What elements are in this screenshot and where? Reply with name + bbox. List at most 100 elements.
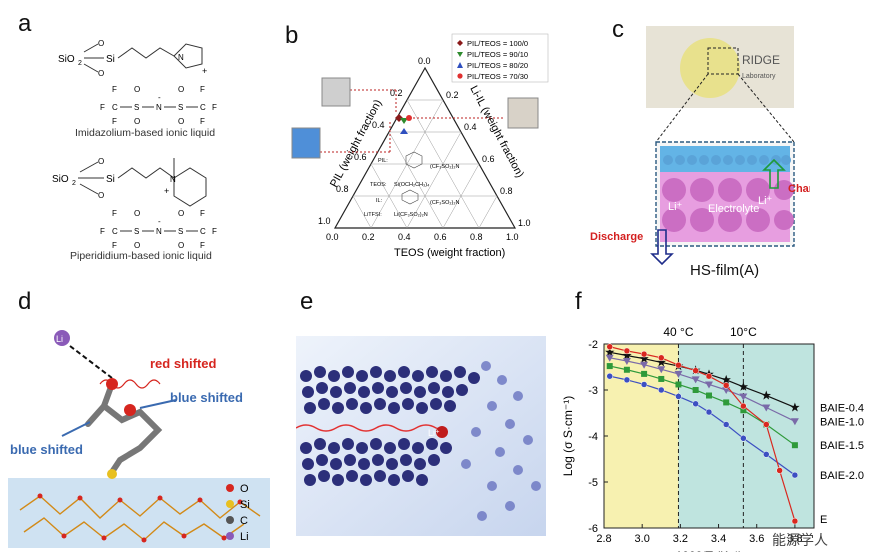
xtick-label: 3.8 <box>787 533 802 545</box>
blue-shifted-label-1: blue shifted <box>170 390 243 405</box>
svg-text:0.8: 0.8 <box>500 186 513 196</box>
point-BAIE-1.0 <box>722 387 731 394</box>
svg-text:-: - <box>158 93 161 102</box>
point-E <box>722 382 730 389</box>
ternary-triangle <box>333 66 517 229</box>
svg-text:C: C <box>200 103 206 112</box>
svg-text:F: F <box>100 227 105 236</box>
point-E <box>623 347 631 355</box>
legend-label-E: E <box>820 514 827 526</box>
legend-label-BAIE-1.0: BAIE-1.0 <box>820 416 864 428</box>
point-BAIE-1.0 <box>739 393 748 401</box>
point-BAIE-0.4 <box>738 381 749 391</box>
svg-text:+: + <box>202 66 207 76</box>
svg-text:C: C <box>200 227 206 236</box>
ytick-label: -6 <box>588 523 598 535</box>
shaded-region-1 <box>678 344 814 528</box>
point-E <box>776 467 783 474</box>
legend-pil-70: PIL/TEOS = 70/30 <box>467 72 528 81</box>
point-BAIE-2.0 <box>791 471 799 479</box>
svg-text:0.0: 0.0 <box>326 232 339 242</box>
charge-label: Charge <box>788 183 810 195</box>
li-plus-right: Li⁺ <box>758 195 773 207</box>
point-BAIE-1.5 <box>641 370 648 377</box>
svg-text:N: N <box>170 175 176 184</box>
svg-text:O: O <box>134 241 140 250</box>
point-BAIE-1.5 <box>791 442 798 449</box>
legend-pil-100: PIL/TEOS = 100/0 <box>467 39 528 48</box>
svg-text:-: - <box>158 217 161 226</box>
y-axis-label: Log (σ S·cm⁻¹) <box>561 396 575 476</box>
svg-text:C: C <box>112 227 118 236</box>
ternary-legend-box <box>451 33 549 83</box>
svg-text:Laboratory: Laboratory <box>742 73 776 80</box>
svg-text:+: + <box>164 186 169 196</box>
li-o-interaction <box>69 345 113 379</box>
charge-arrow <box>762 158 786 189</box>
svg-text:F: F <box>200 117 205 126</box>
legend-label-BAIE-2.0: BAIE-2.0 <box>820 470 864 482</box>
point-E <box>640 350 648 358</box>
temp-annotation-1: 10°C <box>730 325 757 339</box>
polymer-chain <box>85 381 163 475</box>
svg-text:LiTFSI:: LiTFSI: <box>364 212 382 218</box>
xtick-label: 2.8 <box>596 533 611 545</box>
point-E <box>692 367 699 374</box>
svg-text:0.6: 0.6 <box>482 154 495 164</box>
point-pil-90 <box>400 118 408 124</box>
svg-text:0.2: 0.2 <box>446 90 459 100</box>
svg-text:PIL:: PIL: <box>378 158 388 164</box>
svg-text:1.0: 1.0 <box>518 218 531 228</box>
svg-text:O: O <box>240 483 249 495</box>
svg-text:O: O <box>98 157 104 166</box>
svg-text:S: S <box>178 227 183 236</box>
svg-text:O: O <box>134 209 140 218</box>
ytick-label: -4 <box>588 431 598 443</box>
point-pil-70 <box>406 115 412 121</box>
point-BAIE-1.5 <box>623 366 630 373</box>
svg-text:O: O <box>134 117 140 126</box>
ternary-ticks-bottom: 0.0 0.2 0.4 0.6 0.8 1.0 <box>326 232 519 242</box>
svg-text:Li: Li <box>56 334 63 344</box>
point-BAIE-1.5 <box>675 381 682 388</box>
svg-text:1.0: 1.0 <box>506 232 519 242</box>
svg-text:0.0: 0.0 <box>418 56 431 66</box>
svg-text:N: N <box>178 53 184 62</box>
li-atom <box>54 330 70 346</box>
svg-text:1.0: 1.0 <box>318 216 331 226</box>
point-BAIE-2.0 <box>763 451 770 458</box>
point-BAIE-1.0 <box>622 358 631 366</box>
ternary-chem-inset: PIL: (CF₃SO₂)₂N TEOS: Si(OCH₂CH₃)₄ IL: (… <box>364 151 459 218</box>
framework-upper-layer <box>300 366 480 414</box>
point-BAIE-1.5 <box>658 375 665 382</box>
ternary-gridlines <box>352 99 498 229</box>
svg-text:F: F <box>200 85 205 94</box>
framework-side <box>461 361 541 521</box>
tfsi-anion-2: F C S N - S C F O O O O F F F F <box>100 209 217 250</box>
ytick-label: -5 <box>588 477 598 489</box>
point-BAIE-0.4 <box>639 353 649 363</box>
sio2-label-1: SiO <box>58 54 75 65</box>
silica-network <box>19 495 261 541</box>
point-E <box>658 354 665 362</box>
panel-letter-e: e <box>300 288 314 315</box>
legend-label-BAIE-0.4: BAIE-0.4 <box>820 402 864 414</box>
red-shifted-label: red shifted <box>150 356 217 371</box>
framework-illustration: Li⁺ <box>296 336 546 536</box>
point-BAIE-1.5 <box>740 407 747 414</box>
ytick-label: -2 <box>588 339 598 351</box>
svg-text:Li⁺: Li⁺ <box>428 428 440 438</box>
svg-text:O: O <box>134 85 140 94</box>
point-BAIE-0.4 <box>656 357 666 367</box>
point-E <box>763 421 770 428</box>
si-label-2: Si <box>106 174 115 185</box>
svg-text:(CF₃SO₂)₂N: (CF₃SO₂)₂N <box>430 164 459 170</box>
point-BAIE-0.4 <box>622 350 632 360</box>
svg-text:S: S <box>178 103 183 112</box>
svg-text:O: O <box>98 69 104 78</box>
point-BAIE-1.0 <box>705 381 713 389</box>
point-E <box>606 343 613 351</box>
svg-text:N: N <box>156 227 162 236</box>
svg-text:Li: Li <box>240 531 249 543</box>
svg-text:F: F <box>200 209 205 218</box>
